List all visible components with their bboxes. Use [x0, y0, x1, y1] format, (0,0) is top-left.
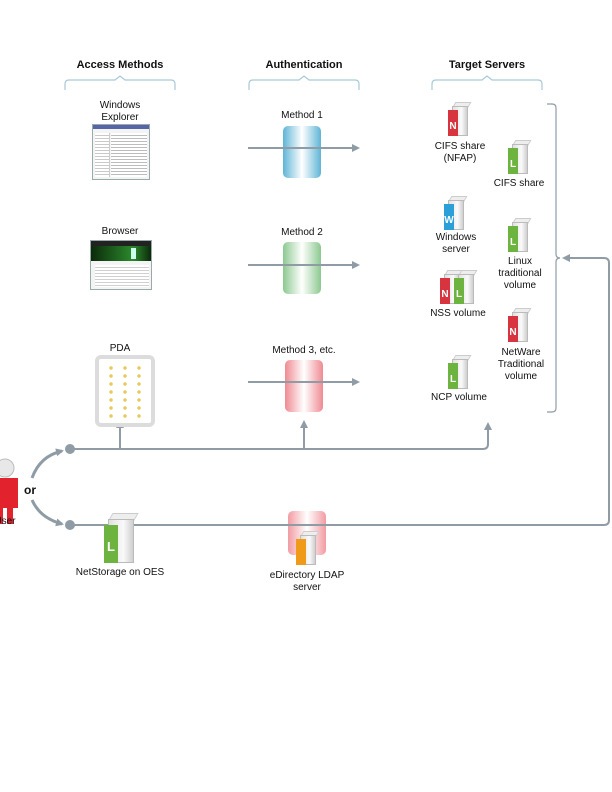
auth-label-method-2: Method 2 — [281, 227, 323, 238]
method-1-bar — [283, 126, 321, 178]
auth-bracket — [248, 75, 360, 90]
ldap-label: eDirectory LDAP server — [269, 570, 345, 593]
targets-brace — [547, 103, 561, 413]
target-label-ncp-volume: NCP volume — [431, 392, 487, 403]
target-label-cifs-share: CIFS share — [493, 178, 545, 189]
target-label-windows-server: Windows server — [435, 232, 477, 255]
target-label-nss-volume: NSS volume — [430, 308, 486, 319]
top-bus-node — [65, 444, 75, 454]
server-icon-cifs-nfap: N — [448, 102, 472, 136]
user-label: User — [0, 516, 16, 527]
server-icon-netware-traditional: N — [508, 308, 532, 342]
pda-screenshot-icon — [95, 355, 155, 427]
user-icon — [0, 458, 18, 524]
method-2-bar — [283, 242, 321, 294]
auth-label-method-1: Method 1 — [281, 110, 323, 121]
header-access-methods: Access Methods — [76, 59, 164, 71]
target-label-linux-traditional: Linux traditional volume — [498, 256, 542, 291]
server-icon-nss-l: L — [454, 270, 478, 304]
header-authentication: Authentication — [265, 59, 343, 71]
server-icon-windows-server: W — [444, 196, 468, 230]
target-label-cifs-nfap: CIFS share (NFAP) — [434, 141, 486, 164]
bottom-bus-node — [65, 520, 75, 530]
server-icon-netstorage: L — [104, 513, 139, 563]
access-bracket — [64, 75, 176, 90]
server-icon-linux-traditional: L — [508, 218, 532, 252]
server-icon-cifs-share: L — [508, 140, 532, 174]
windows-explorer-screenshot-icon — [92, 124, 150, 180]
target-label-netware-traditional: NetWare Traditional volume — [497, 347, 545, 382]
netstorage-label: NetStorage on OES — [75, 567, 165, 578]
method-3-bar — [285, 360, 323, 412]
header-target-servers: Target Servers — [448, 59, 526, 71]
server-icon-ncp-volume: L — [448, 355, 472, 389]
access-label-pda: PDA — [109, 343, 131, 354]
auth-label-method-3: Method 3, etc. — [272, 345, 336, 356]
or-label: or — [24, 483, 36, 497]
access-label-browser: Browser — [101, 226, 139, 237]
browser-screenshot-icon — [90, 240, 152, 290]
server-icon-edirectory-ldap — [296, 531, 320, 565]
targets-bracket — [431, 75, 543, 90]
access-label-windows-explorer: Windows Explorer — [99, 100, 141, 123]
